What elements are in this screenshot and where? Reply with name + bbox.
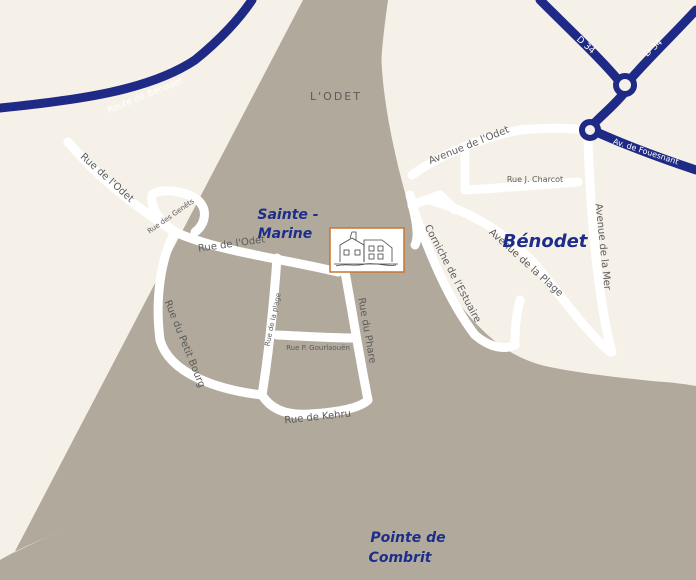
label-rue-gourlaouen: Rue P. Gourlaouën — [286, 344, 350, 352]
street-network — [63, 123, 617, 419]
label-benodet: Bénodet — [503, 231, 589, 252]
main-roads — [0, 0, 696, 175]
roundabout-north — [613, 73, 637, 97]
location-marker[interactable] — [329, 227, 405, 273]
road-plage-link — [510, 295, 525, 350]
road-benodet-link — [407, 190, 460, 215]
road-d34-right — [623, 5, 696, 87]
road-petit-bourg — [153, 227, 267, 400]
road-genets-loop — [147, 186, 209, 237]
road-gourlaouen — [272, 330, 357, 343]
roundabout-south — [579, 119, 601, 141]
road-corniche — [407, 200, 520, 352]
road-avenue-mer — [583, 135, 617, 357]
label-rue-charcot: Rue J. Charcot — [507, 175, 563, 184]
road-avenue-odet — [407, 123, 593, 180]
road-d34-left — [535, 0, 625, 87]
road-charcot — [460, 177, 583, 195]
building-sketch-icon — [334, 231, 398, 267]
label-pointe-1: Pointe de — [370, 530, 445, 546]
road-phare — [340, 267, 373, 405]
odet-upper — [261, 0, 405, 300]
left-shore-lower — [0, 485, 380, 580]
label-sainte-marine-2: Marine — [258, 226, 313, 242]
road-avenue-plage — [423, 195, 615, 357]
road-av-fouesnant — [587, 125, 696, 175]
road-kehru — [257, 390, 373, 419]
odet-lower — [345, 210, 696, 580]
road-route-benodet — [0, 0, 257, 113]
water-label: L'ODET — [310, 90, 362, 103]
label-sainte-marine-1: Sainte - — [257, 207, 318, 223]
road-rue-plage — [257, 253, 282, 400]
label-pointe-2: Combrit — [369, 550, 433, 566]
